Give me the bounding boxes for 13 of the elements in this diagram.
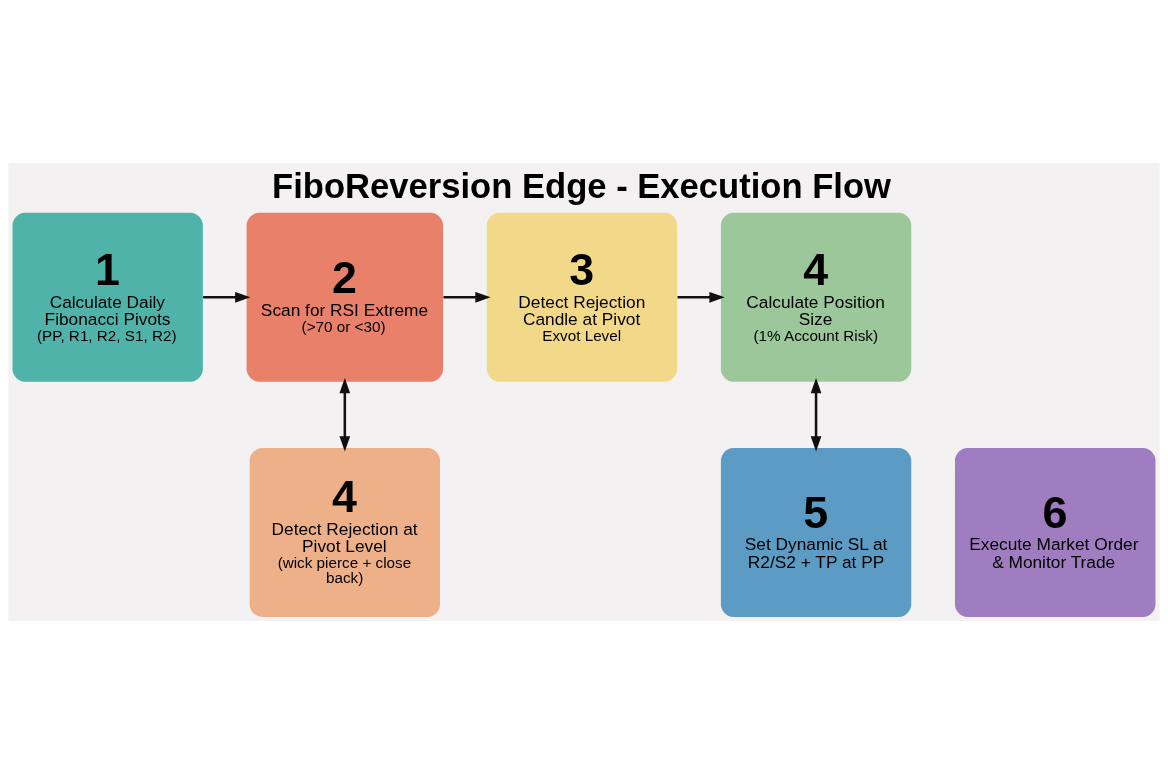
node-box: 3 Detect Rejection Candle at Pivot Exvot Level <box>486 212 678 382</box>
arrow <box>443 292 491 303</box>
node-box: 5 Set Dynamic SL at R2/S2 + TP at PP <box>720 448 912 617</box>
node-box: 6 Execute Market Order & Monitor Trade <box>955 448 1156 617</box>
node-box: 4 Detect Rejection at Pivot Level (wick pierce + close back) <box>249 448 440 617</box>
arrow <box>203 292 251 303</box>
node-box: 1 Calculate Daily Fibonacci Pivots (PP, R1, R2, S1, R2) <box>12 212 203 382</box>
arrow <box>810 378 822 452</box>
diagram-title: FiboReversion Edge - Execution Flow <box>272 166 891 205</box>
node-box: 4 Calculate Position Size (1% Account Risk) <box>720 212 912 382</box>
arrow <box>677 292 725 303</box>
node-box: 2 Scan for RSI Extreme (>70 or <30) <box>246 212 444 382</box>
arrow <box>339 378 351 452</box>
